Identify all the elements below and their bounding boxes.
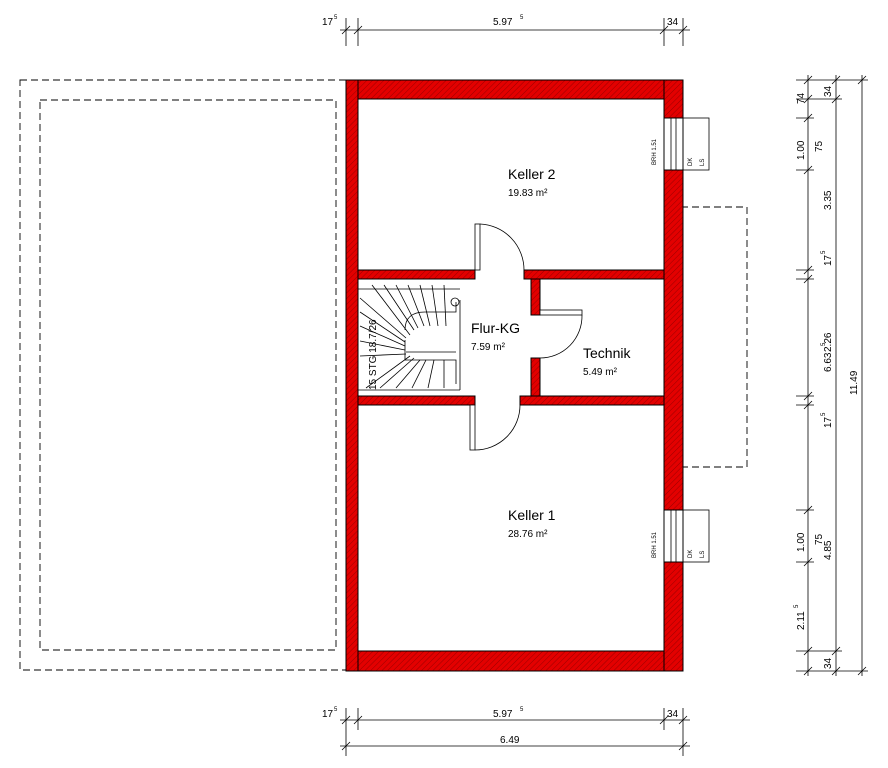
dim-right-34-bottom: 34 — [823, 657, 834, 669]
dim-right-226: 2.26 — [823, 332, 834, 352]
dim-bottom-middle-sup: 5 — [520, 707, 524, 713]
dim-right-175-lower: 17 — [823, 416, 834, 428]
door-keller1 — [469, 404, 521, 451]
dim-top-left-sup: 5 — [334, 15, 338, 21]
dim-bottom-left-sup: 5 — [334, 707, 338, 713]
door-technik — [539, 309, 583, 359]
dim-bottom-total: 6.49 — [500, 735, 520, 746]
room-technik-name: Technik — [583, 345, 631, 361]
interior-walls — [357, 269, 665, 406]
dim-right-75-lower: 75 — [814, 533, 825, 545]
dim-right-75-upper: 75 — [814, 140, 825, 152]
dim-right-485: 4.85 — [823, 540, 834, 560]
dimension-top: 17 5 5.97 5 34 — [322, 15, 690, 46]
room-flur-name: Flur-KG — [471, 320, 520, 336]
dimension-right: 74 1.00 75 3.35 17 5 2.26 17 5 1.00 75 4… — [794, 75, 868, 676]
outline-left-inner — [39, 99, 337, 651]
dim-right-100-upper: 1.00 — [796, 140, 807, 160]
dim-right-663: 6.63 — [823, 352, 834, 372]
staircase: 15 STG 18.7/26 — [358, 284, 461, 391]
window-lower: BRH 1.51 DK LS — [652, 509, 710, 563]
dim-right-335: 3.35 — [823, 190, 834, 210]
window-lower-ls: LS — [700, 551, 706, 558]
dim-right-total: 11.49 — [849, 370, 860, 395]
room-keller2-name: Keller 2 — [508, 166, 556, 182]
window-upper: BRH 1.51 DK LS — [652, 117, 710, 171]
room-technik-area: 5.49 m² — [583, 367, 618, 378]
dim-bottom-left: 17 — [322, 709, 334, 720]
outline-right-lightwell — [681, 206, 748, 468]
room-keller2-area: 19.83 m² — [508, 188, 548, 199]
room-flur-area: 7.59 m² — [471, 342, 506, 353]
dim-right-74: 74 — [796, 92, 807, 104]
dim-right-175-upper-sup: 5 — [821, 250, 827, 254]
dim-right-211-sup: 5 — [794, 604, 800, 608]
dim-right-100-lower: 1.00 — [796, 532, 807, 552]
window-upper-dk: DK — [688, 158, 694, 166]
outline-left-outer — [19, 79, 347, 671]
window-upper-ls: LS — [700, 159, 706, 166]
dimension-bottom: 17 5 5.97 5 34 6.49 — [322, 707, 690, 756]
dim-right-211: 2.11 — [796, 611, 807, 630]
window-lower-brh: BRH 1.51 — [652, 531, 658, 558]
dim-right-34-top: 34 — [823, 85, 834, 97]
window-lower-dk: DK — [688, 550, 694, 558]
door-keller2 — [474, 223, 525, 271]
dim-top-left: 17 — [322, 17, 334, 28]
dim-top-middle: 5.97 — [493, 17, 513, 28]
room-keller1-area: 28.76 m² — [508, 529, 548, 540]
dim-top-right: 34 — [667, 17, 679, 28]
dim-top-middle-sup: 5 — [520, 15, 524, 21]
dim-right-175-lower-sup: 5 — [821, 412, 827, 416]
room-keller1-name: Keller 1 — [508, 507, 556, 523]
dim-bottom-middle: 5.97 — [493, 709, 513, 720]
dim-bottom-right: 34 — [667, 709, 679, 720]
stairs-label: 15 STG 18.7/26 — [368, 319, 379, 390]
window-upper-brh: BRH 1.51 — [652, 138, 658, 165]
dim-right-663-sup: 5 — [821, 342, 827, 346]
dim-right-175-upper: 17 — [823, 254, 834, 266]
